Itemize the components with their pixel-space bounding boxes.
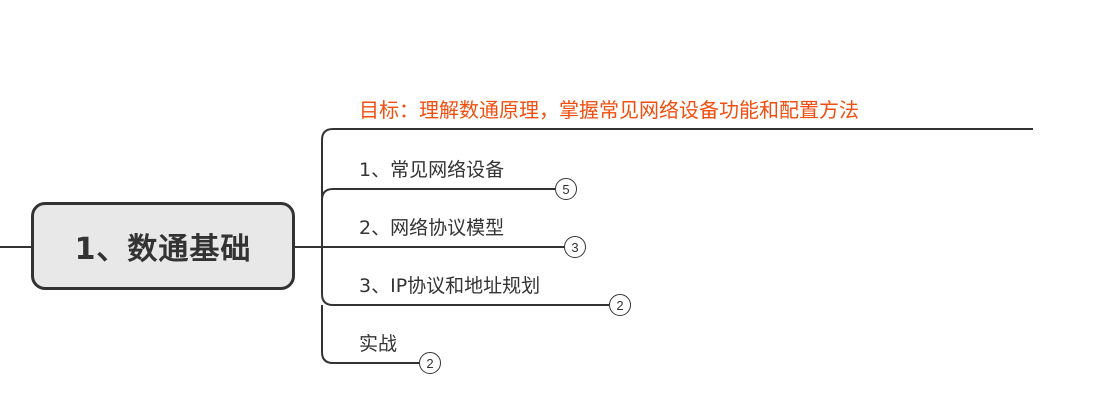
central-topic[interactable]: 1、数通基础 — [31, 202, 295, 290]
subtopic-common-devices[interactable]: 1、常见网络设备 — [359, 159, 505, 181]
subtopic-protocol-model[interactable]: 2、网络协议模型 — [359, 217, 505, 239]
subtopic-practice[interactable]: 实战 — [359, 333, 398, 355]
collapsed-count-badge[interactable]: 2 — [609, 294, 631, 316]
subtopic-ip-addressing[interactable]: 3、IP协议和地址规划 — [359, 275, 541, 297]
goal-topic[interactable]: 目标：理解数通原理，掌握常见网络设备功能和配置方法 — [359, 98, 859, 122]
central-topic-label: 1、数通基础 — [74, 232, 252, 267]
collapsed-count-badge[interactable]: 3 — [564, 236, 586, 258]
collapsed-count-badge[interactable]: 2 — [419, 352, 441, 374]
collapsed-count-badge[interactable]: 5 — [555, 178, 577, 200]
